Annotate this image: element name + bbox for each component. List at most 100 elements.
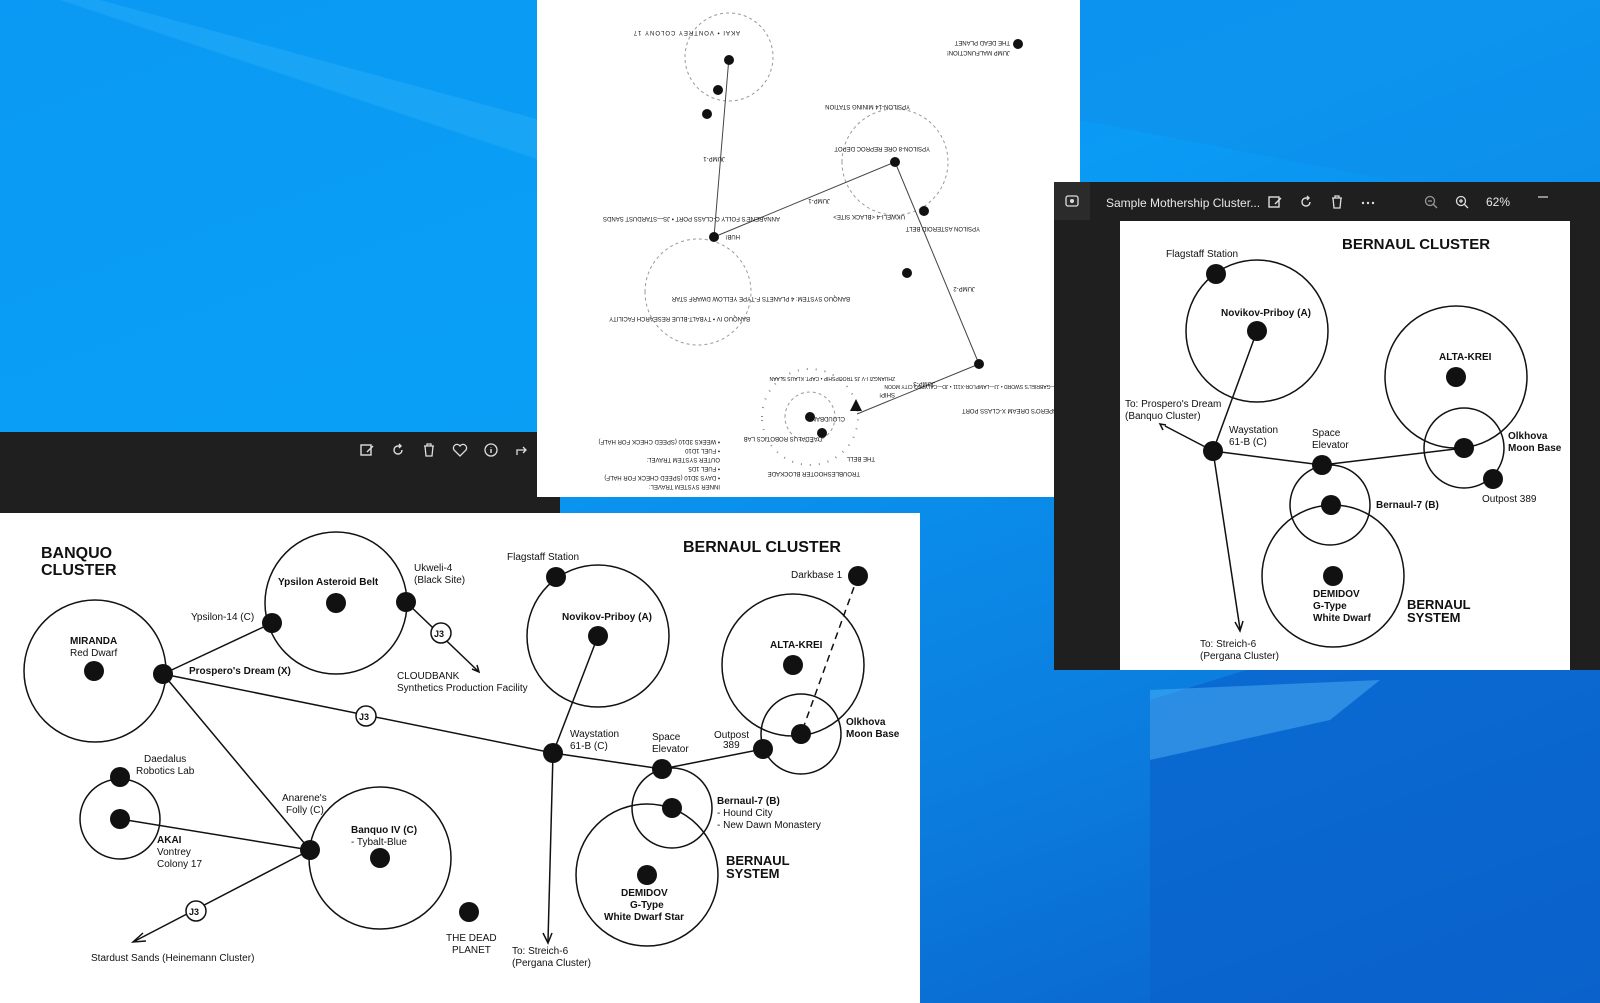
space-elevator-label: Elevator [1312, 440, 1349, 451]
to-streich-label: To: Streich-6 [1200, 639, 1257, 650]
outpost-label: 389 [723, 740, 740, 751]
cluster-title: BERNAUL CLUSTER [1342, 236, 1490, 253]
demidov-label: White Dwarf Star [604, 912, 684, 923]
sketch-map-image: AKAI • VONTREY COLONY 17 DAEDALUS ROBOTI… [537, 0, 1080, 497]
blockade-label: TROUBLESHOOTER BLOCKADE [768, 470, 860, 476]
outpost-label: Outpost [714, 730, 749, 741]
asteroid-ring-label: YPSILON ASTEROID BELT [905, 225, 980, 231]
ukweli-label: UKWELI-4 <BLACK SITE> [833, 213, 905, 219]
rotate-icon[interactable] [1295, 191, 1317, 213]
flagstaff-label: Flagstaff Station [1166, 249, 1238, 260]
waystation-label: 61-B (C) [570, 741, 608, 752]
mining-station-label: YPSILON-14 MINING STATION [825, 103, 910, 109]
space-elevator-label: Elevator [652, 744, 689, 755]
system-title: SYSTEM [726, 866, 779, 881]
travel-note: INNER SYSTEM TRAVEL: [649, 483, 720, 489]
ypsilon14-label: Ypsilon-14 (C) [191, 612, 254, 623]
olkhova-label: Moon Base [846, 729, 900, 740]
system-title: SYSTEM [1407, 610, 1460, 625]
system-title: BERNAUL [726, 853, 790, 868]
edit-image-icon[interactable] [356, 439, 378, 461]
jump-malfunction-label: JUMP MALFUNCTION! [947, 49, 1010, 55]
window-title: Sample Mothership Cluster... [1106, 196, 1261, 210]
edit-image-icon[interactable] [1264, 191, 1286, 213]
akai-label: AKAI [157, 835, 182, 846]
akai-label: AKAI • VONTREY COLONY 17 [633, 29, 740, 35]
favorite-icon[interactable] [449, 439, 471, 461]
ore-depot-label: YPSILON-8 ORE REPROC DEPOT [834, 145, 930, 151]
jump1-label: JUMP-1 [808, 197, 830, 203]
jump3-label: JUMP-3 [913, 380, 935, 386]
ukweli-label: (Black Site) [414, 575, 465, 586]
travel-note: • FUEL 1D10 [684, 447, 720, 453]
waystation-label: Waystation [570, 729, 619, 740]
banquo-cluster-title: BANQUO [41, 545, 112, 562]
cloudbank-label: Synthetics Production Facility [397, 683, 528, 694]
more-icon[interactable] [1357, 191, 1379, 213]
right-photo-viewer[interactable]: Sample Mothership Cluster... 62% BERNAUL… [1054, 182, 1600, 670]
dead-planet-label: PLANET [452, 945, 491, 956]
bernaul-cluster-title: BERNAUL CLUSTER [683, 539, 841, 556]
cloudbank-label: CLOUDBANK [808, 415, 845, 421]
delete-icon[interactable] [1326, 191, 1348, 213]
outpost-label: Outpost 389 [1482, 494, 1537, 505]
demidov-label: White Dwarf [1313, 613, 1371, 624]
info-icon[interactable] [480, 439, 502, 461]
zoom-in-icon[interactable] [1451, 191, 1473, 213]
akai-label: Vontrey [157, 847, 191, 858]
ypsilon-belt-label: Ypsilon Asteroid Belt [278, 577, 379, 588]
flagstaff-label: Flagstaff Station [507, 552, 579, 563]
miranda-label: MIRANDA [70, 636, 117, 647]
anarene-label: Anarene's [282, 793, 327, 804]
to-prospero-label: (Banquo Cluster) [1125, 411, 1201, 422]
altakrei-label: ALTA-KREI [1439, 352, 1492, 363]
travel-note: • WEEKS 3D10 (SPEED CHECK FOR HALF) [599, 438, 720, 444]
zhuangzi-label: ZHUANGZI I-V JS TROOPSHIP • CAPT. KLAUS … [769, 375, 895, 381]
sketch-map-svg: AKAI • VONTREY COLONY 17 DAEDALUS ROBOTI… [599, 12, 1070, 489]
waystation-label: Waystation [1229, 425, 1278, 436]
waystation-label: 61-B (C) [1229, 437, 1267, 448]
anarene-label: Folly (C) [286, 805, 324, 816]
bernaul7-label: - Hound City [717, 808, 773, 819]
map-image: BERNAUL CLUSTER Flagstaff Station Noviko… [1120, 221, 1570, 670]
front-photo-viewer[interactable]: J3 J3 J3 BANQUO CLUSTE [0, 513, 920, 1003]
prospero-label: Prospero's Dream (X) [189, 666, 291, 677]
jump4-label: JUMP-1 [703, 155, 725, 161]
minimize-icon[interactable] [1532, 186, 1554, 208]
jump-badge: J3 [189, 907, 199, 917]
bernaul7-label: Bernaul-7 (B) [1376, 500, 1439, 511]
bernaul7-label: Bernaul-7 (B) [717, 796, 780, 807]
stardust-label: Stardust Sands (Heinemann Cluster) [91, 953, 254, 964]
miranda-label: Red Dwarf [70, 648, 117, 659]
akai-label: Colony 17 [157, 859, 202, 870]
zoom-level: 62% [1486, 195, 1511, 209]
dead-planet-label: THE DEAD [446, 933, 497, 944]
demidov-label: DEMIDOV [621, 888, 668, 899]
zoom-out-icon[interactable] [1420, 191, 1442, 213]
daedalus-label: DAEDALUS ROBOTICS LAB [744, 435, 822, 441]
demidov-label: G-Type [1313, 601, 1347, 612]
banquo4-label: - Tybalt-Blue [351, 837, 407, 848]
jump-badge: J3 [359, 712, 369, 722]
travel-note: • FUEL 1D5 [688, 465, 720, 471]
annarene-label: ANNARENE'S FOLLY C-CLASS PORT • JS—STARD… [603, 215, 780, 221]
cloudbank-label: CLOUDBANK [397, 671, 460, 682]
ship-label: SHIP! [879, 391, 895, 397]
jump2-label: JUMP-2 [953, 285, 975, 291]
banquo-ring-label: BANQUO SYSTEM: 4 PLANETS F-TYPE YELLOW D… [671, 295, 850, 301]
travel-note: OUTER SYSTEM TRAVEL: [646, 456, 720, 462]
olkhova-label: Olkhova [846, 717, 886, 728]
daedalus-label: Robotics Lab [136, 766, 195, 777]
share-icon[interactable] [511, 439, 533, 461]
ukweli-label: Ukweli-4 [414, 563, 453, 574]
rotate-icon[interactable] [387, 439, 409, 461]
back-viewer-toolbar [0, 432, 560, 515]
space-elevator-label: Space [1312, 428, 1341, 439]
app-icon [1061, 190, 1083, 212]
delete-icon[interactable] [418, 439, 440, 461]
space-elevator-label: Space [652, 732, 681, 743]
prospero-list-label: • GUO—GABRIEL'S SWORD • JJ—LAMPLOR-X111 … [884, 383, 1070, 389]
system-title: BERNAUL [1407, 597, 1471, 612]
back-photo-viewer[interactable]: AKAI • VONTREY COLONY 17 DAEDALUS ROBOTI… [0, 0, 1080, 515]
to-streich-label: To: Streich-6 [512, 946, 569, 957]
